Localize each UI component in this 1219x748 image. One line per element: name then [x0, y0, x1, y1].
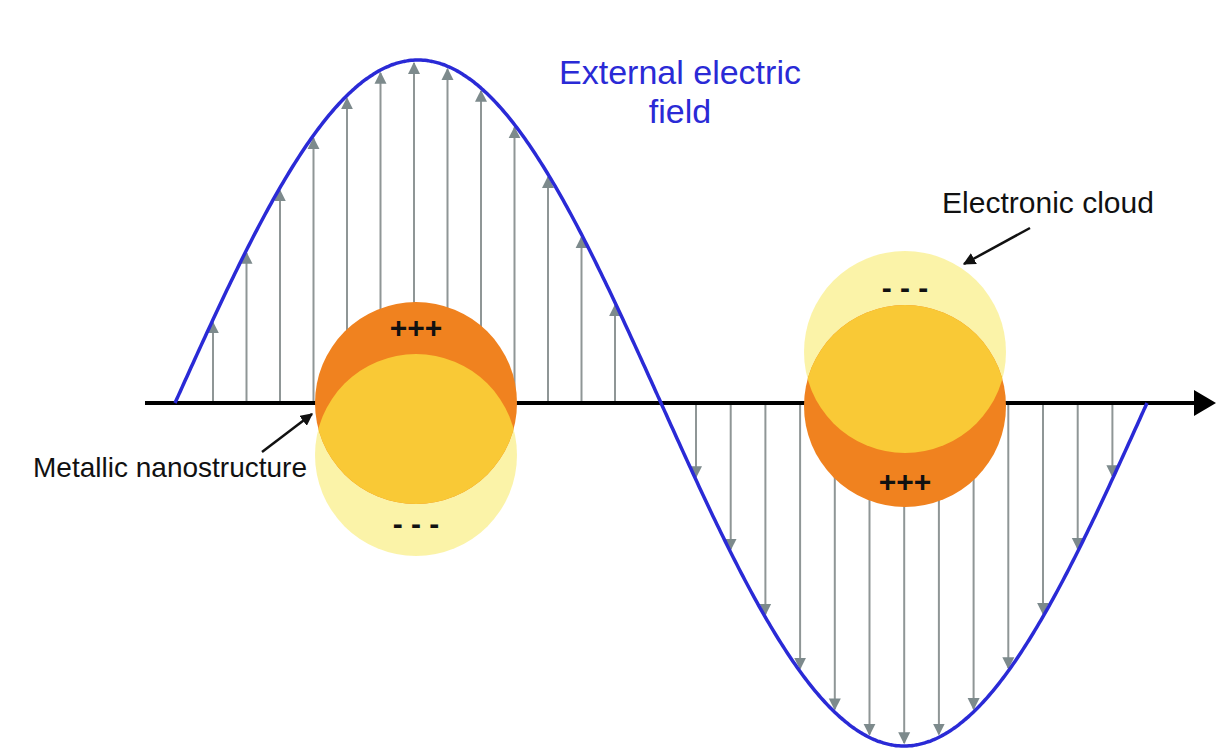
field-vector: [547, 177, 549, 403]
field-vector: [1111, 403, 1113, 476]
field-vector: [246, 253, 248, 403]
leader-line: [964, 228, 1030, 264]
field-label: External electric field: [545, 53, 815, 131]
nanoparticle-left: [315, 302, 517, 556]
electron-cloud: [804, 251, 1006, 453]
structure-label: Metallic nanostructure: [30, 452, 310, 484]
field-wave: [175, 60, 1147, 746]
field-vector: [581, 237, 583, 403]
field-vector: [1007, 403, 1009, 668]
cloud-label: Electronic cloud: [942, 186, 1154, 221]
charge-sign: +++: [390, 311, 443, 346]
charge-sign: +++: [879, 465, 932, 500]
field-vector: [764, 403, 766, 614]
propagation-axis: [145, 401, 1196, 405]
charge-sign: - - -: [393, 507, 440, 542]
field-vector: [212, 323, 214, 403]
field-vector: [1042, 403, 1044, 614]
overlap-region: [804, 251, 1006, 453]
overlap-region: [315, 354, 517, 556]
field-vector: [695, 403, 697, 477]
nanoparticle-right: [804, 251, 1006, 507]
field-vector: [614, 306, 616, 403]
charge-sign: - - -: [882, 271, 929, 306]
field-vector: [799, 403, 801, 669]
leader-line: [262, 414, 312, 452]
electron-cloud: [315, 354, 517, 556]
axis-arrowhead: [1194, 390, 1216, 416]
field-vector: [313, 138, 315, 403]
field-vector: [1077, 403, 1079, 549]
field-vector: [514, 128, 516, 403]
field-vector: [730, 403, 732, 549]
field-vector: [279, 191, 281, 403]
